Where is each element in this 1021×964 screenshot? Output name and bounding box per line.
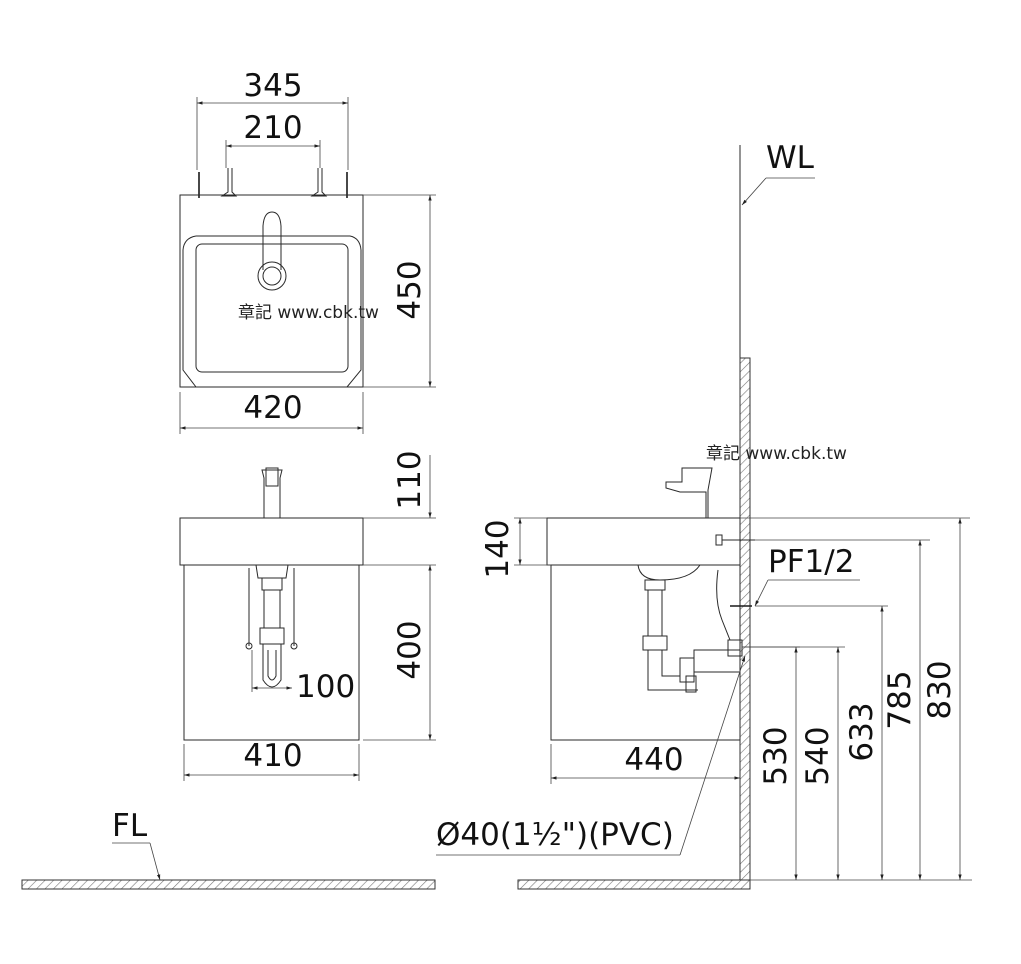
dim-830: 830 [922, 660, 958, 719]
dim-785: 785 [882, 670, 918, 729]
dim-530: 530 [758, 726, 794, 785]
dim-420: 420 [243, 390, 302, 426]
top-view: 345 210 450 420 章記 www.cbk.tw [179, 68, 436, 434]
dim-140: 140 [480, 519, 516, 578]
dim-410: 410 [243, 738, 302, 774]
dim-100: 100 [296, 669, 355, 705]
label-wl: WL [766, 140, 815, 176]
dim-540: 540 [800, 726, 836, 785]
dim-110: 110 [392, 450, 428, 509]
watermark-side: 章記 www.cbk.tw [706, 444, 847, 464]
dim-450: 450 [392, 260, 428, 319]
watermark-top: 章記 www.cbk.tw [238, 303, 379, 323]
dim-633: 633 [844, 702, 880, 761]
label-drain: Ø40(1½")(PVC) [436, 817, 674, 853]
floor-left: FL [21, 808, 436, 890]
label-fl: FL [112, 808, 148, 844]
side-view: WL PF1/2 Ø40(1½")(PVC) [436, 140, 972, 890]
dim-345: 345 [243, 68, 302, 104]
dim-440: 440 [624, 742, 683, 778]
front-view: 100 110 400 410 [179, 450, 436, 781]
label-pf: PF1/2 [768, 544, 854, 580]
dim-210: 210 [243, 110, 302, 146]
dim-400: 400 [392, 620, 428, 679]
